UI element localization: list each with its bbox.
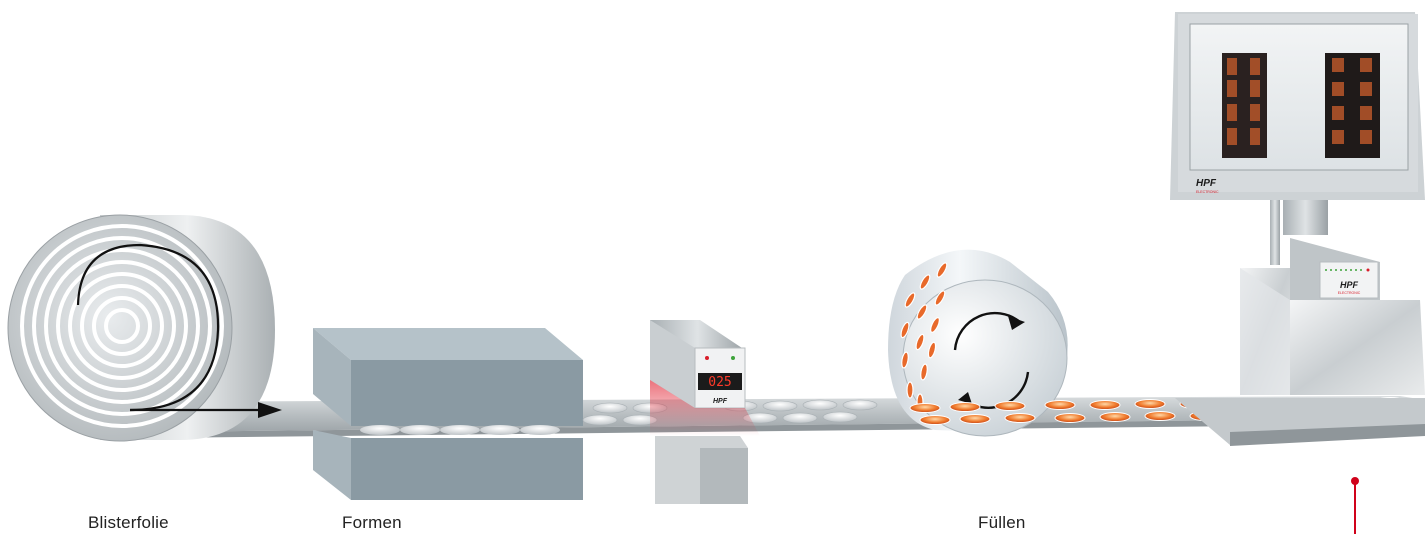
sensor-unit: 025 HPF	[650, 320, 760, 504]
forming-press	[313, 328, 583, 500]
position-marker	[1351, 477, 1359, 534]
monitor-brand-logo: HPF	[1196, 178, 1217, 189]
controller-unit: HPF ELECTRONIC	[1290, 238, 1380, 300]
foil-roll	[7, 214, 282, 442]
label-fuellen: Füllen	[978, 513, 1026, 532]
sensor-brand-logo: HPF	[713, 398, 728, 405]
inspection-station: HPF ELECTRONIC HPF ELECTRONIC	[1170, 12, 1425, 446]
monitor-brand-sub: ELECTRONIC	[1196, 190, 1219, 194]
spiral-arrow-icon	[76, 243, 220, 412]
label-blisterfolie: Blisterfolie	[88, 513, 169, 532]
monitor: HPF ELECTRONIC	[1170, 12, 1425, 200]
label-formen: Formen	[342, 513, 402, 532]
controller-brand-logo: HPF	[1340, 280, 1359, 290]
laser-beam	[650, 380, 760, 436]
arrow-right-icon	[258, 402, 282, 418]
filling-drum	[888, 249, 1068, 437]
sensor-display: 025	[708, 375, 731, 390]
controller-brand-sub: ELECTRONIC	[1338, 291, 1361, 295]
